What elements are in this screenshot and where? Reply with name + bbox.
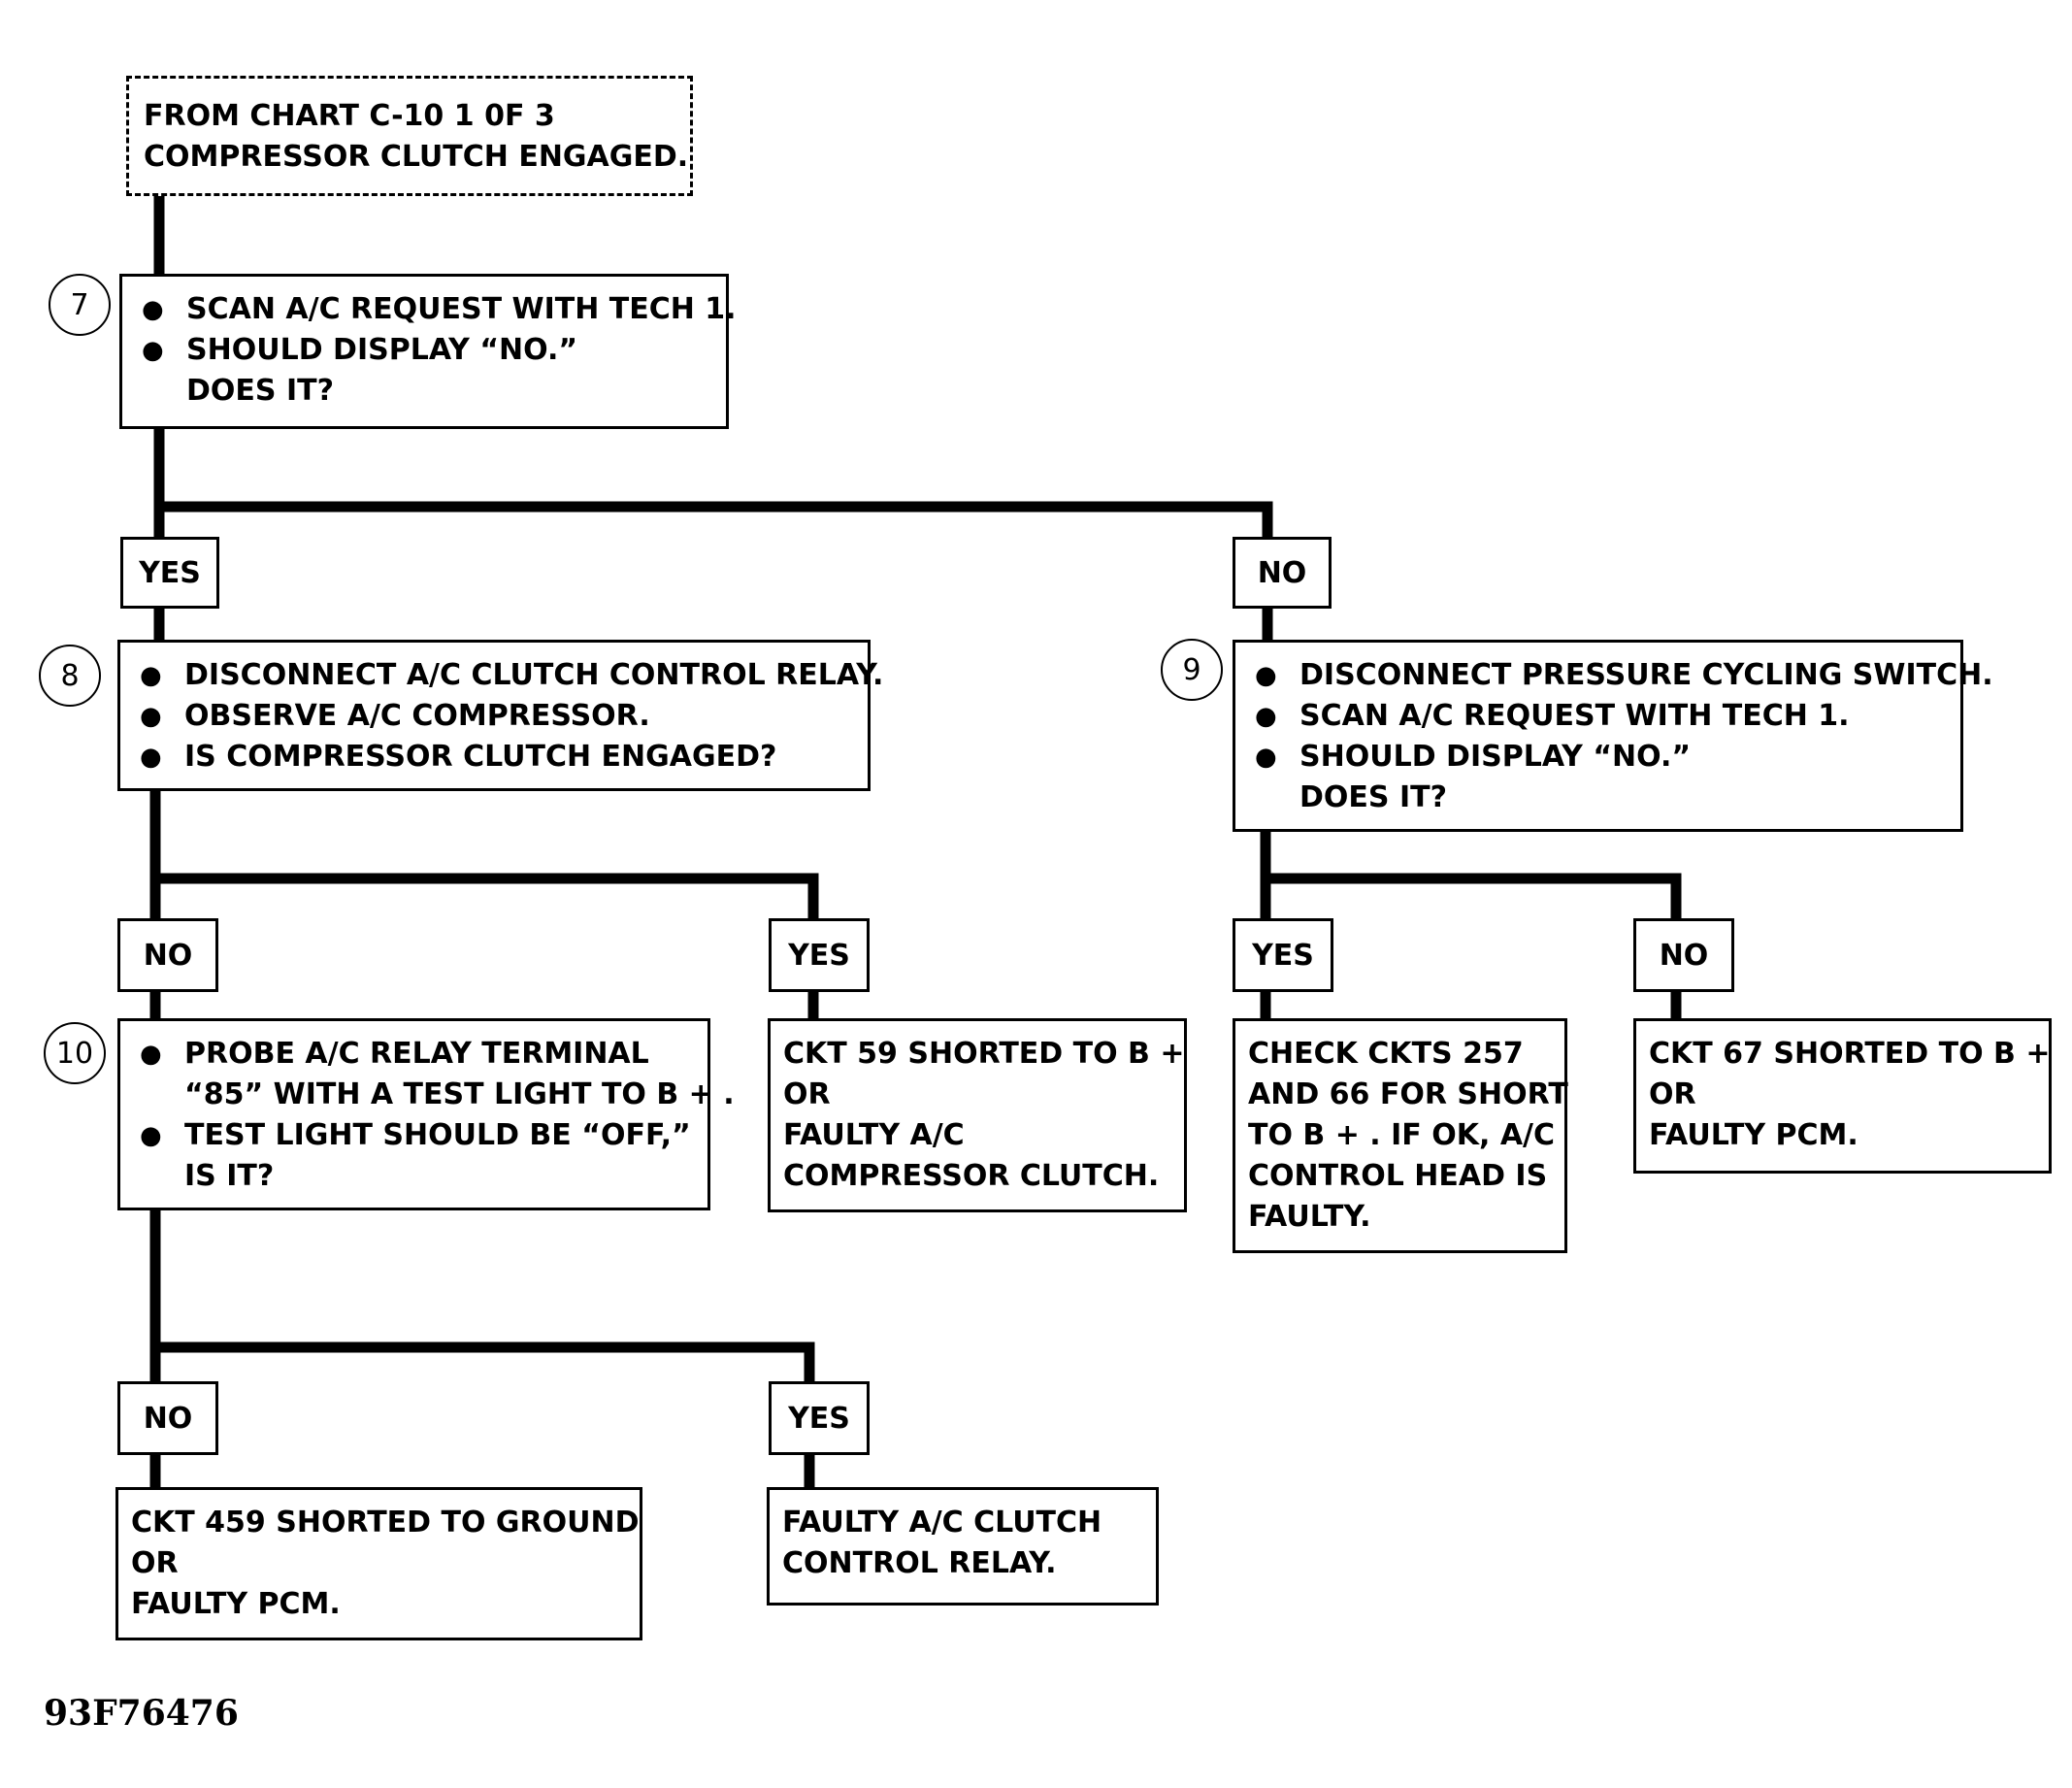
result-10-no-line-1: CKT 459 SHORTED TO GROUND — [131, 1506, 640, 1540]
result-9-yes-line-3: TO B + . IF OK, A/C — [1248, 1118, 1556, 1152]
step-9-line-2: SCAN A/C REQUEST WITH TECH 1. — [1235, 696, 1960, 737]
result-8-yes-line-3: FAULTY A/C — [783, 1118, 965, 1152]
label-8-yes: YES — [769, 918, 870, 992]
step-number-7: 7 — [49, 274, 111, 336]
result-9-yes-line-2: AND 66 FOR SHORT — [1248, 1077, 1568, 1111]
start-line-1: FROM CHART C-10 1 0F 3 — [144, 99, 555, 133]
result-10-no-line-2: OR — [131, 1546, 179, 1580]
label-7-yes: YES — [120, 537, 219, 609]
result-9-no-box: CKT 67 SHORTED TO B + OR FAULTY PCM. — [1633, 1018, 2052, 1174]
step-7-line-1: SCAN A/C REQUEST WITH TECH 1. — [122, 289, 737, 330]
result-9-no-line-1: CKT 67 SHORTED TO B + — [1649, 1037, 2051, 1071]
result-9-yes-line-4: CONTROL HEAD IS — [1248, 1159, 1548, 1193]
step-8-line-2: OBSERVE A/C COMPRESSOR. — [120, 696, 868, 737]
result-9-yes-line-5: FAULTY. — [1248, 1200, 1371, 1234]
step-9-line-1: DISCONNECT PRESSURE CYCLING SWITCH. — [1235, 655, 1993, 696]
label-9-no: NO — [1633, 918, 1734, 992]
step-10-box: PROBE A/C RELAY TERMINAL “85” WITH A TES… — [117, 1018, 735, 1210]
step-8-box: DISCONNECT A/C CLUTCH CONTROL RELAY. OBS… — [117, 640, 883, 791]
step-7-line-3: DOES IT? — [186, 374, 334, 408]
step-7-box: SCAN A/C REQUEST WITH TECH 1. SHOULD DIS… — [119, 274, 737, 429]
step-8-line-1: DISCONNECT A/C CLUTCH CONTROL RELAY. — [120, 655, 883, 696]
result-8-yes-box: CKT 59 SHORTED TO B + OR FAULTY A/C COMP… — [768, 1018, 1187, 1212]
result-10-yes-line-1: FAULTY A/C CLUTCH — [782, 1506, 1102, 1540]
label-8-no: NO — [117, 918, 218, 992]
step-8-line-3: IS COMPRESSOR CLUTCH ENGAGED? — [120, 737, 868, 778]
result-8-yes-line-4: COMPRESSOR CLUTCH. — [783, 1159, 1160, 1193]
step-7-line-2: SHOULD DISPLAY “NO.” — [122, 330, 726, 371]
result-9-yes-line-1: CHECK CKTS 257 — [1248, 1037, 1524, 1071]
label-10-yes: YES — [769, 1381, 870, 1455]
step-10-line-2: “85” WITH A TEST LIGHT TO B + . — [184, 1077, 735, 1111]
step-9-line-3: SHOULD DISPLAY “NO.” — [1235, 737, 1960, 778]
result-8-yes-line-2: OR — [783, 1077, 831, 1111]
result-9-yes-box: CHECK CKTS 257 AND 66 FOR SHORT TO B + .… — [1233, 1018, 1568, 1253]
result-9-no-line-2: OR — [1649, 1077, 1696, 1111]
start-box: FROM CHART C-10 1 0F 3 COMPRESSOR CLUTCH… — [126, 76, 693, 196]
result-10-yes-box: FAULTY A/C CLUTCH CONTROL RELAY. — [767, 1487, 1159, 1606]
start-line-2: COMPRESSOR CLUTCH ENGAGED. — [144, 140, 689, 174]
result-8-yes-line-1: CKT 59 SHORTED TO B + — [783, 1037, 1185, 1071]
step-9-box: DISCONNECT PRESSURE CYCLING SWITCH. SCAN… — [1233, 640, 1993, 832]
step-10-line-4: IS IT? — [184, 1159, 275, 1193]
step-10-line-1: PROBE A/C RELAY TERMINAL — [120, 1034, 707, 1075]
figure-id: 93F76476 — [44, 1693, 239, 1734]
result-9-no-line-3: FAULTY PCM. — [1649, 1118, 1858, 1152]
result-10-yes-line-2: CONTROL RELAY. — [782, 1546, 1057, 1580]
result-10-no-box: CKT 459 SHORTED TO GROUND OR FAULTY PCM. — [115, 1487, 642, 1640]
label-10-no: NO — [117, 1381, 218, 1455]
label-7-no: NO — [1233, 537, 1332, 609]
step-9-line-4: DOES IT? — [1299, 780, 1447, 814]
step-10-line-3: TEST LIGHT SHOULD BE “OFF,” — [120, 1115, 707, 1156]
result-10-no-line-3: FAULTY PCM. — [131, 1587, 341, 1621]
step-number-10: 10 — [44, 1022, 106, 1084]
step-number-8: 8 — [39, 645, 101, 707]
step-number-9: 9 — [1161, 639, 1223, 701]
label-9-yes: YES — [1233, 918, 1333, 992]
